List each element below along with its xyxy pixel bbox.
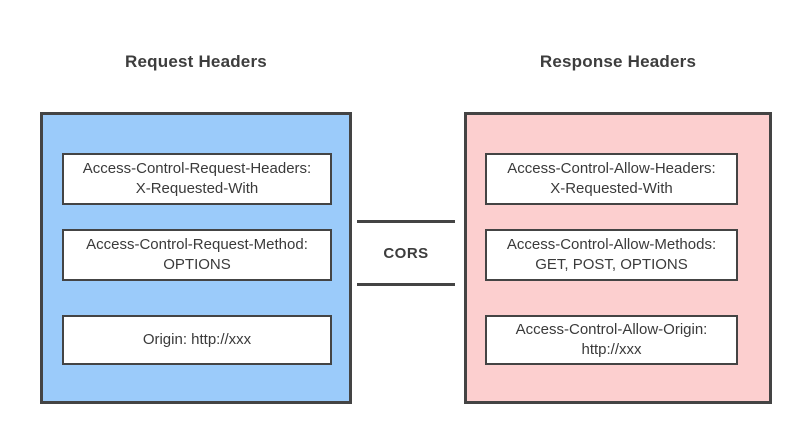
header-line: Access-Control-Allow-Methods: — [506, 236, 717, 253]
connector-line-bottom — [357, 283, 455, 286]
header-line: Access-Control-Request-Headers: — [82, 160, 312, 177]
request-header-box-access-control-request-headers: Access-Control-Request-Headers: X-Reques… — [62, 153, 332, 205]
response-header-box-access-control-allow-headers: Access-Control-Allow-Headers: X-Requeste… — [485, 153, 738, 205]
header-line: X-Requested-With — [135, 180, 259, 197]
header-line: http://xxx — [581, 341, 642, 358]
response-header-box-access-control-allow-methods: Access-Control-Allow-Methods: GET, POST,… — [485, 229, 738, 281]
header-line: Origin: http://xxx — [142, 331, 252, 348]
header-line: X-Requested-With — [550, 180, 673, 197]
header-line: Access-Control-Allow-Headers: — [507, 160, 716, 177]
connector-line-top — [357, 220, 455, 223]
response-headers-title: Response Headers — [539, 52, 697, 71]
header-line: GET, POST, OPTIONS — [535, 256, 688, 273]
request-header-box-origin: Origin: http://xxx — [62, 315, 332, 365]
cors-label: CORS — [383, 245, 429, 262]
header-line: OPTIONS — [163, 256, 231, 273]
header-line: Access-Control-Request-Method: — [86, 236, 308, 253]
request-header-box-access-control-request-method: Access-Control-Request-Method: OPTIONS — [62, 229, 332, 281]
header-line: Access-Control-Allow-Origin: — [515, 321, 708, 338]
response-header-box-access-control-allow-origin: Access-Control-Allow-Origin: http://xxx — [485, 315, 738, 365]
request-headers-title: Request Headers — [125, 52, 267, 71]
